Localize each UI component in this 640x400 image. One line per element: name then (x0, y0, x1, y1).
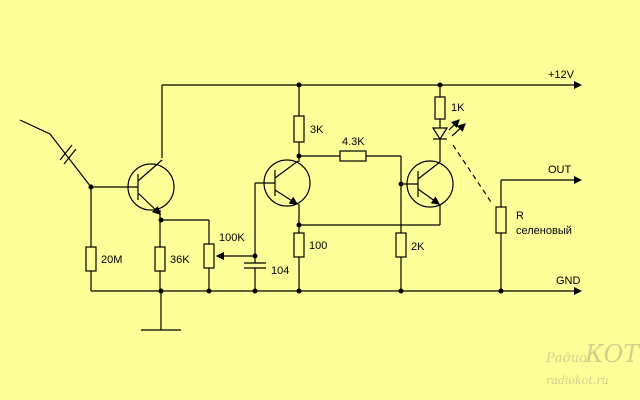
potentiometer-100k (160, 219, 255, 291)
supply-rail (161, 81, 582, 158)
label-out: OUT (548, 164, 572, 176)
resistor-3k (293, 85, 305, 162)
label-2k: 2K (411, 241, 425, 253)
label-104: 104 (271, 265, 289, 277)
label-36k: 36K (170, 254, 190, 266)
label-1k: 1K (451, 102, 465, 114)
resistor-36k (154, 220, 166, 291)
label-4-3k: 4.3K (342, 136, 365, 148)
label-20m: 20M (101, 254, 122, 266)
watermark-prefix: Радио (545, 351, 587, 366)
led-icon (431, 119, 494, 206)
resistor-2k (299, 184, 441, 291)
label-supply: +12V (548, 69, 575, 81)
resistor-20m (85, 187, 97, 291)
label-selenium: селеновый (516, 225, 572, 237)
label-100: 100 (309, 240, 327, 252)
label-3k: 3K (310, 124, 324, 136)
antenna-icon (19, 119, 92, 188)
label-100k: 100K (219, 232, 245, 244)
junction-dots (88, 82, 504, 294)
resistor-1k (434, 85, 446, 128)
resistor-4-3k (299, 150, 402, 184)
resistor-100 (293, 204, 305, 291)
label-gnd: GND (556, 275, 581, 287)
transistor-q3 (401, 160, 454, 208)
capacitor-104 (244, 256, 266, 291)
photoresistor-selenium (495, 176, 582, 291)
watermark-brand: КОТ (584, 340, 640, 368)
transistor-q1 (91, 159, 175, 220)
label-r: R (516, 210, 524, 222)
watermark-logo: Радио КОТ radiokot.ru (545, 340, 640, 387)
ground-rail (91, 287, 582, 331)
watermark-url: radiokot.ru (546, 374, 609, 387)
transistor-q2 (254, 159, 311, 256)
